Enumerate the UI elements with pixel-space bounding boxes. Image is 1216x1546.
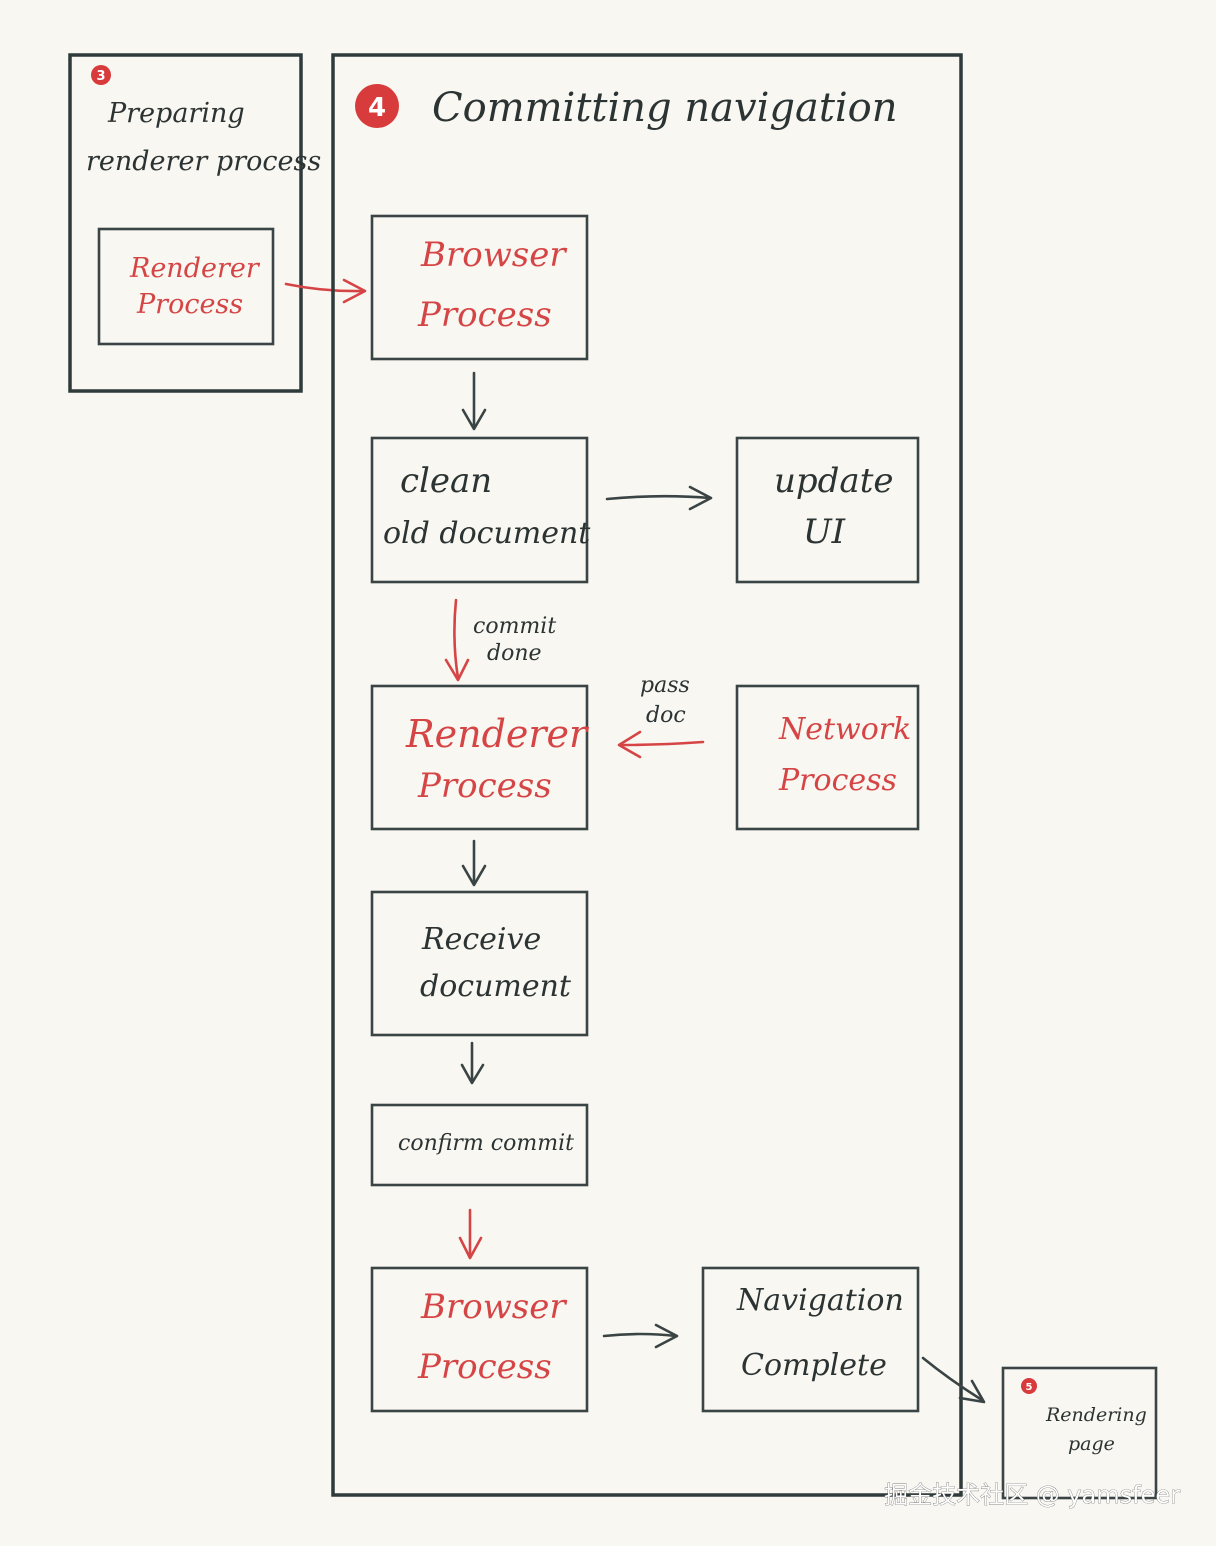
receive-document-line1: Receive — [421, 922, 541, 957]
pass-doc-label-line1: pass — [640, 673, 690, 698]
step3-badge — [91, 65, 111, 85]
browser-process-top-line2: Process — [417, 295, 552, 335]
renderer-process-line1: Renderer — [405, 712, 590, 756]
step3-title-line1: Preparing — [107, 98, 245, 129]
arrow-renderer-to-browser — [284, 278, 367, 304]
update-ui-line1: update — [774, 461, 893, 501]
browser-process-bottom-line2: Process — [417, 1347, 552, 1387]
navigation-complete-line2: Complete — [741, 1348, 887, 1383]
step3-title-line2: renderer process — [86, 146, 321, 177]
navigation-complete-box: Navigation Complete — [701, 1266, 920, 1413]
arrow-clean-to-update-ui — [605, 485, 713, 511]
step4-badge-label: 4 — [368, 93, 386, 123]
arrow-confirm-to-browser — [458, 1208, 483, 1260]
browser-process-box-bottom: Browser Process — [370, 1266, 589, 1413]
browser-process-bottom-line1: Browser — [420, 1287, 567, 1327]
arrow-receive-to-confirm — [460, 1041, 485, 1085]
network-process-box: Network Process — [735, 684, 920, 831]
watermark: 掘金技术社区 @ yamsfeer — [884, 1481, 1180, 1509]
receive-document-line2: document — [420, 969, 572, 1004]
clean-line2: old document — [383, 516, 591, 551]
navigation-complete-line1: Navigation — [736, 1283, 904, 1318]
step3-renderer-process-box: Renderer Process — [97, 227, 275, 346]
step3-box-line2: Process — [136, 289, 243, 320]
update-ui-line2: UI — [803, 512, 846, 552]
step5-box-line1: Rendering — [1045, 1404, 1147, 1426]
confirm-commit-box: confirm commit — [370, 1103, 589, 1187]
step5-badge-label: 5 — [1026, 1382, 1033, 1393]
step3-box-line1: Renderer — [129, 253, 261, 284]
step4-frame: 4 Committing navigation — [331, 53, 963, 1497]
arrow-pass-doc: pass doc — [617, 673, 705, 759]
step3-frame: 3 Preparing renderer process Renderer Pr… — [68, 53, 321, 393]
clean-line1: clean — [400, 461, 492, 501]
confirm-commit-label: confirm commit — [398, 1131, 574, 1156]
arrow-renderer-to-receive — [461, 839, 487, 887]
step5-badge — [1021, 1378, 1037, 1394]
step4-badge — [355, 84, 399, 128]
step3-badge-label: 3 — [96, 69, 105, 84]
clean-old-document-box: clean old document — [370, 436, 591, 584]
commit-done-label-line1: commit — [473, 614, 556, 639]
browser-process-top-line1: Browser — [420, 235, 567, 275]
renderer-process-box: Renderer Process — [370, 684, 590, 831]
browser-process-box-top: Browser Process — [370, 214, 589, 361]
receive-document-box: Receive document — [370, 890, 589, 1037]
arrow-browser-to-complete — [602, 1323, 679, 1349]
arrow-browser-to-clean — [461, 371, 487, 431]
step5-frame: 5 Rendering page — [1001, 1366, 1158, 1500]
network-process-line1: Network — [778, 712, 911, 747]
pass-doc-label-line2: doc — [646, 703, 686, 728]
commit-done-label-line2: done — [487, 641, 542, 666]
arrow-complete-to-rendering — [921, 1356, 986, 1404]
update-ui-box: update UI — [735, 436, 920, 584]
step4-title: Committing navigation — [432, 85, 898, 131]
step5-box-line2: page — [1068, 1433, 1115, 1455]
arrow-commit-done: commit done — [444, 598, 556, 682]
renderer-process-line2: Process — [417, 766, 552, 806]
network-process-line2: Process — [778, 763, 897, 798]
